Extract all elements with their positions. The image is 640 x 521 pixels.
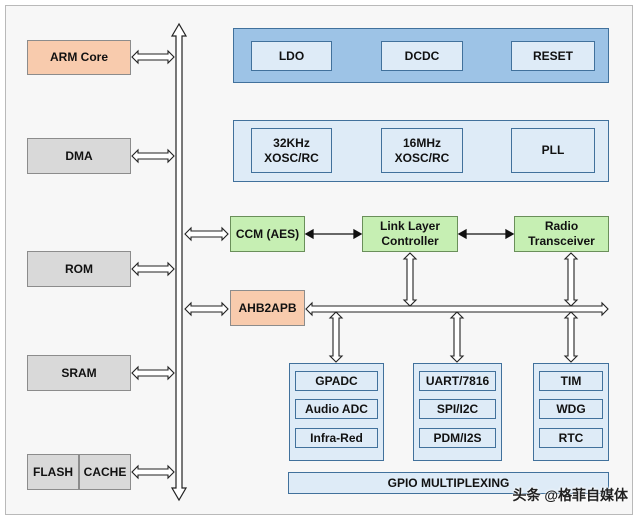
uart-7816-label: UART/7816	[425, 373, 490, 388]
sram-label: SRAM	[61, 365, 97, 380]
pdm-i2s-block: PDM/I2S	[419, 428, 496, 448]
ccm-aes-block: CCM (AES)	[230, 216, 305, 252]
radio-transceiver-block: Radio Transceiver	[514, 216, 609, 252]
spi-i2c-block: SPI/I2C	[419, 399, 496, 419]
gpadc-block: GPADC	[295, 371, 378, 391]
sram-block: SRAM	[27, 355, 131, 391]
reset-label: RESET	[532, 48, 573, 63]
link-layer-controller-label: Link Layer Controller	[379, 219, 441, 248]
apb-analog-arrow	[328, 311, 344, 363]
rom-bus-arrow	[131, 261, 175, 277]
arm-core-label: ARM Core	[49, 50, 108, 64]
flash-block: FLASH	[27, 454, 79, 490]
tim-label: TIM	[560, 373, 582, 388]
ldo-block: LDO	[251, 41, 332, 71]
infra-red-label: Infra-Red	[310, 430, 363, 445]
uart-7816-block: UART/7816	[419, 371, 496, 391]
ahb2apb-block: AHB2APB	[230, 290, 305, 326]
rtc-label: RTC	[558, 430, 584, 445]
apb-bus-arrow	[305, 301, 609, 317]
pll-block: PLL	[511, 128, 595, 173]
xosc-16mhz-label: 16MHz XOSC/RC	[394, 135, 450, 165]
rom-label: ROM	[65, 261, 93, 276]
ccm-bus-arrow	[184, 226, 229, 242]
spi-i2c-label: SPI/I2C	[436, 401, 479, 416]
arm-core-bus-arrow	[131, 49, 175, 65]
link-layer-radio-arrow	[457, 228, 515, 240]
dma-bus-arrow	[131, 148, 175, 164]
ccm-link-layer-arrow	[304, 228, 363, 240]
dma-label: DMA	[65, 148, 93, 163]
gpio-multiplexing-label: GPIO MULTIPLEXING	[387, 475, 510, 490]
flash-cache-bus-arrow	[131, 464, 175, 480]
dcdc-block: DCDC	[381, 41, 463, 71]
main-bus-arrow	[170, 22, 188, 502]
tim-block: TIM	[539, 371, 603, 391]
watermark-text: 头条 @格菲自媒体	[512, 487, 628, 503]
ahb2apb-label: AHB2APB	[238, 300, 297, 315]
xosc-32khz-block: 32KHz XOSC/RC	[251, 128, 332, 173]
cache-label: CACHE	[83, 464, 127, 479]
sram-bus-arrow	[131, 365, 175, 381]
ahb2apb-bus-arrow	[184, 301, 229, 317]
wdg-label: WDG	[556, 401, 586, 416]
pll-label: PLL	[541, 143, 565, 157]
rom-block: ROM	[27, 251, 131, 287]
cache-block: CACHE	[79, 454, 131, 490]
ldo-label: LDO	[278, 48, 305, 63]
xosc-32khz-label: 32KHz XOSC/RC	[264, 135, 319, 165]
gpadc-label: GPADC	[315, 373, 358, 388]
ccm-aes-label: CCM (AES)	[235, 226, 300, 241]
reset-block: RESET	[511, 41, 595, 71]
rtc-block: RTC	[539, 428, 603, 448]
dcdc-label: DCDC	[404, 48, 440, 63]
arm-core-block: ARM Core	[27, 40, 131, 75]
audio-adc-block: Audio ADC	[295, 399, 378, 419]
dma-block: DMA	[27, 138, 131, 174]
apb-timers-arrow	[563, 311, 579, 363]
audio-adc-label: Audio ADC	[305, 401, 368, 416]
flash-label: FLASH	[33, 464, 73, 479]
wdg-block: WDG	[539, 399, 603, 419]
apb-serial-arrow	[449, 311, 465, 363]
link-layer-controller-block: Link Layer Controller	[362, 216, 458, 252]
radio-transceiver-label: Radio Transceiver	[528, 219, 595, 248]
link-layer-apb-arrow	[402, 252, 418, 307]
xosc-16mhz-block: 16MHz XOSC/RC	[381, 128, 463, 173]
radio-apb-arrow	[563, 252, 579, 307]
infra-red-block: Infra-Red	[295, 428, 378, 448]
gpio-multiplexing-bar: GPIO MULTIPLEXING	[288, 472, 609, 494]
pdm-i2s-label: PDM/I2S	[433, 430, 482, 445]
